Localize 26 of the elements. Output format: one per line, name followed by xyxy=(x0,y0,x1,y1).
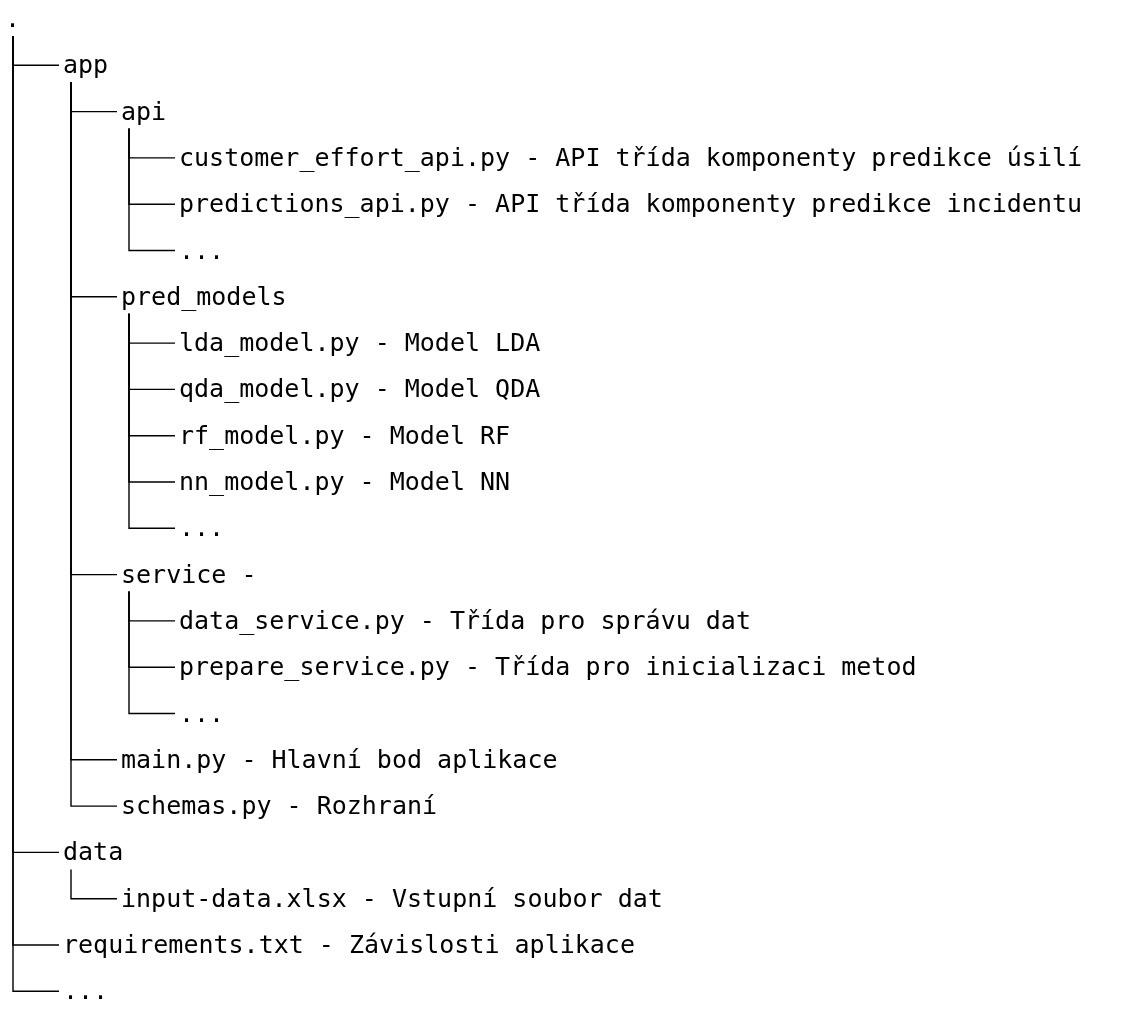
tree-entry: main.py - Hlavní bod aplikace xyxy=(121,742,558,777)
tree-entry: lda_model.py - Model LDA xyxy=(179,326,541,361)
tree-entry: ... xyxy=(179,696,225,731)
tree-entry: schemas.py - Rozhraní xyxy=(121,789,438,824)
tree-connector xyxy=(70,868,118,900)
tree-entry: . xyxy=(5,2,21,36)
tree-entry: prepare_service.py - Třída pro inicializaci metod xyxy=(179,650,917,685)
tree-entry: ... xyxy=(179,233,225,268)
tree-entry: customer_effort_api.py - API třída komponenty predikce úsilí xyxy=(179,140,1083,175)
tree-entry: requirements.txt - Závislosti aplikace xyxy=(63,928,635,962)
tree-entry: service - xyxy=(121,557,257,592)
tree-entry: app xyxy=(63,48,109,83)
tree-entry: qda_model.py - Model QDA xyxy=(179,372,541,407)
tree-entry: ... xyxy=(179,511,225,546)
tree-entry: data_service.py - Třída pro správu dat xyxy=(179,603,751,638)
tree-entry: rf_model.py - Model RF xyxy=(179,418,511,453)
tree-entry: ... xyxy=(63,974,109,1009)
tree-connector xyxy=(128,313,176,529)
tree-entry: pred_models xyxy=(121,279,287,314)
tree-entry: input-data.xlsx - Vstupní soubor dat xyxy=(121,881,663,916)
tree-entry: api xyxy=(121,94,167,129)
tree-entry: predictions_api.py - API třída komponenty predikce incidentu xyxy=(179,187,1083,222)
tree-entry: nn_model.py - Model NN xyxy=(179,465,511,499)
tree-entry: data xyxy=(63,835,124,870)
tree-connector xyxy=(128,590,176,715)
tree-connector xyxy=(128,127,176,252)
